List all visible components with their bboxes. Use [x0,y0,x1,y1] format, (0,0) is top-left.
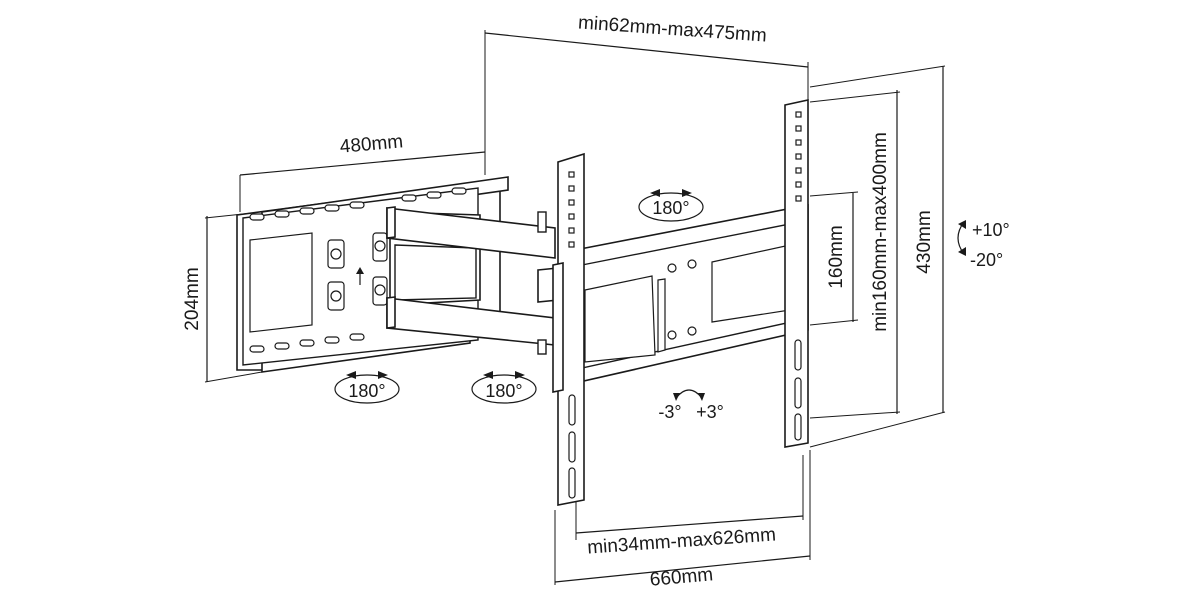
tilt-down-label: -20° [970,250,1003,270]
wall-plate-height-label: 204mm [182,267,203,330]
swivel-arm-label: 180° [485,381,522,401]
dimension-lines [204,30,946,585]
level-left-label: -3° [658,402,681,422]
level-right-label: +3° [696,402,724,422]
swivel-wall-label: 180° [348,381,385,401]
vesa-vertical-label: min160mm-max400mm [870,132,891,332]
arm-length-label: 480mm [339,131,404,157]
tv-bracket [552,99,809,506]
up-arrow-icon [356,267,364,285]
tilt-up-label: +10° [972,220,1010,240]
rotation-badge-top: 180° [638,189,704,222]
rotation-badge-arm: 180° [471,371,537,404]
bracket-cutout-left [584,275,656,363]
wall-plate-cutout [249,232,313,333]
level-adjust: -3° +3° [658,389,724,422]
bracket-height-label: 430mm [914,210,935,273]
left-rail-holes [568,171,576,499]
articulating-arm [386,206,559,355]
wall-plate-bottom-slots [249,333,365,353]
rotation-badge-wall: 180° [334,371,400,404]
right-vertical-rail [784,99,809,448]
hole-spacing-label: 160mm [826,225,847,288]
tilt-adjust: +10° -20° [957,220,1010,270]
right-rail-holes [794,111,802,441]
wall-plate-top-slots [249,187,467,221]
bracket-width-label: 660mm [649,564,714,590]
spacer-range-label: min62mm-max475mm [577,12,767,46]
swivel-top-label: 180° [652,198,689,218]
